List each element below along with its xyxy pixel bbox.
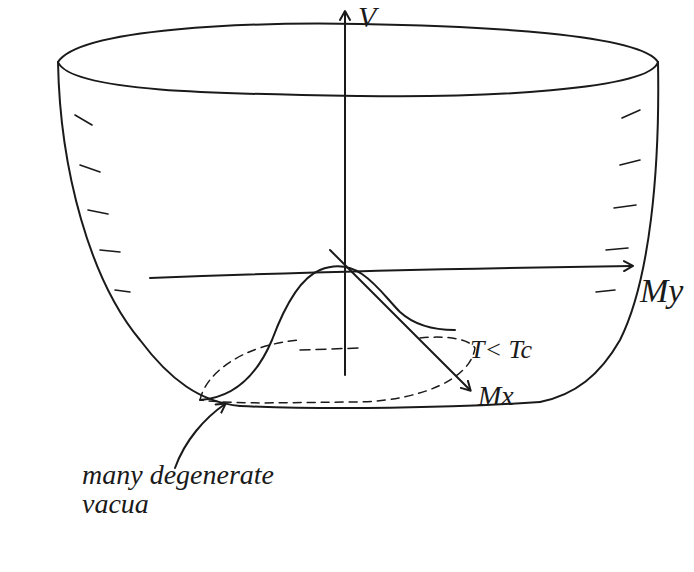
axis-label: My: [640, 272, 683, 310]
leader-arrow: [175, 404, 225, 468]
bowl-side: [58, 62, 240, 406]
my-axis: [150, 266, 632, 278]
annotation-note: many degenerate vacua: [82, 460, 282, 519]
bowl-side: [540, 62, 658, 402]
vacuum-ring: [200, 337, 475, 403]
mx-axis: [330, 250, 470, 390]
v-axis: [344, 12, 346, 375]
bowl-rim: [58, 24, 658, 97]
axis-label: Mx: [478, 380, 514, 412]
shading: [75, 110, 640, 292]
hump-curve: [200, 267, 455, 400]
condition-label: T< Tc: [470, 335, 532, 365]
axis-label: V: [358, 0, 376, 34]
vacuum-ring: [300, 348, 360, 350]
